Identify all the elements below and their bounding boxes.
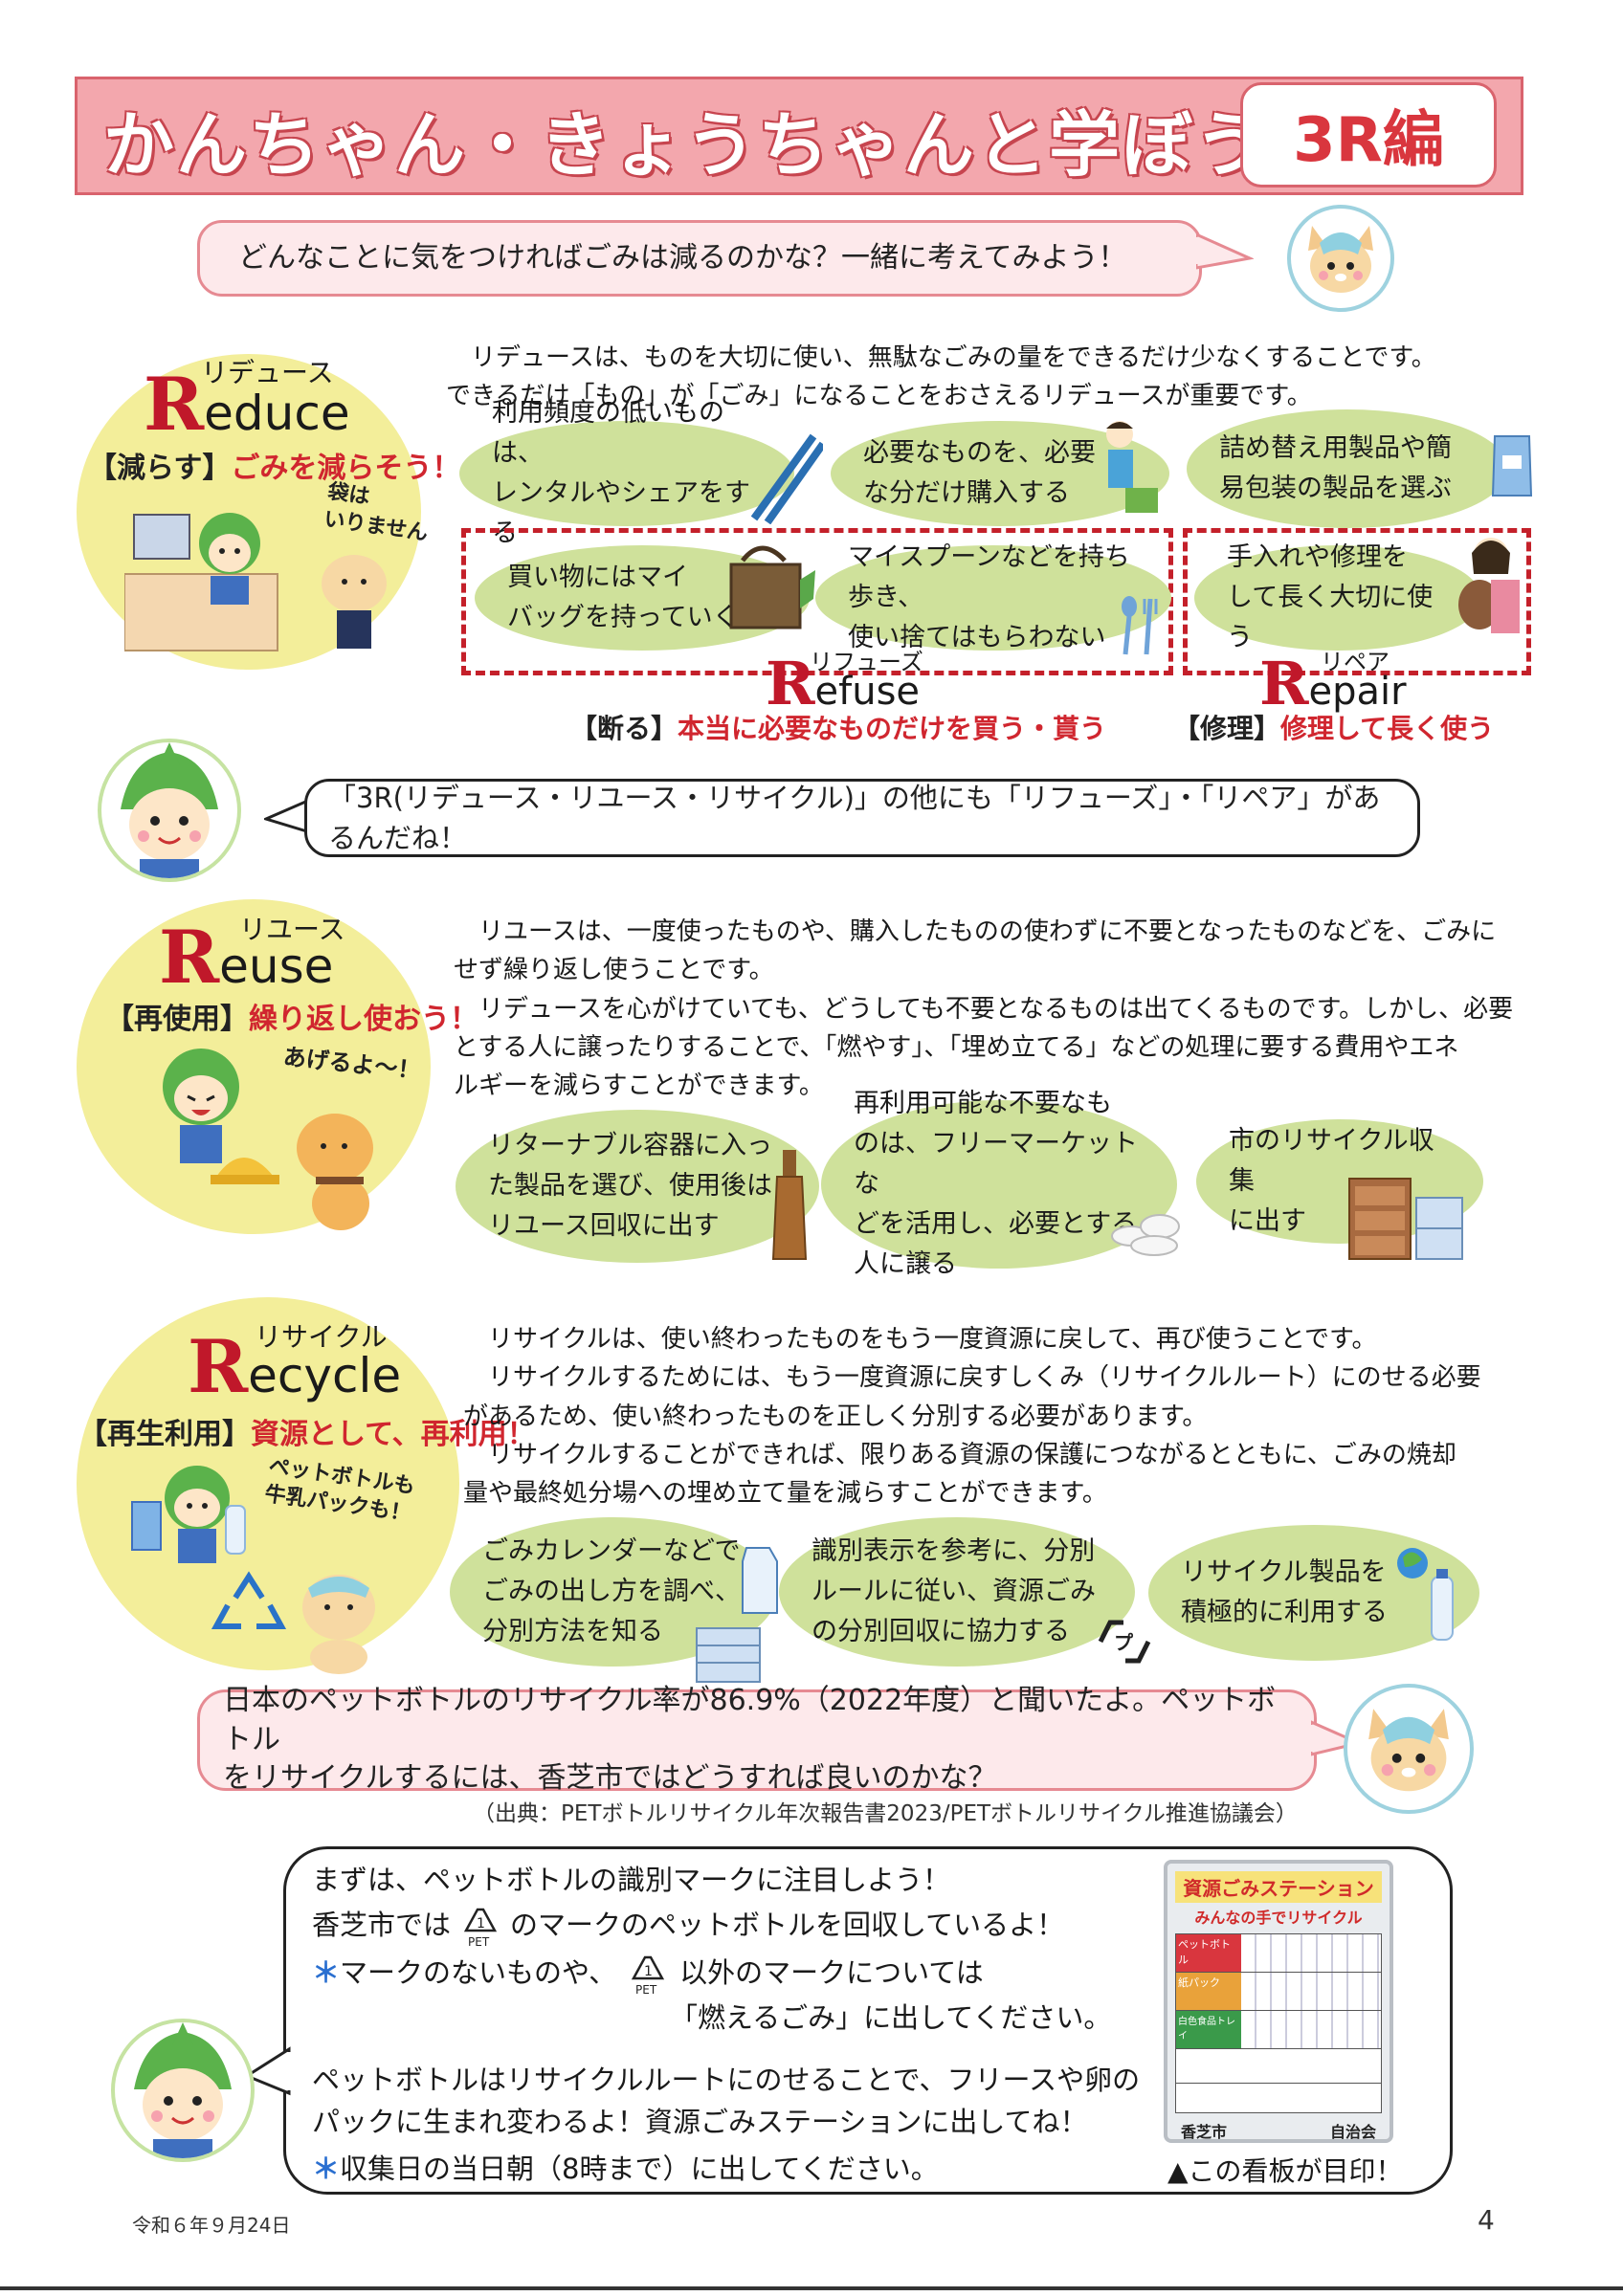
footer-date: 令和６年９月24日: [132, 2214, 291, 2237]
recycle-paragraph: リサイクルは、使い終わったものをもう一度資源に戻して、再び使うことです。 リサイ…: [463, 1325, 1481, 1509]
svg-text:1: 1: [644, 1964, 653, 1979]
pet-speech-line1: 日本のペットボトルのリサイクル率が86.9%（2022年度）と聞いたよ。ペットボ…: [223, 1684, 1277, 1756]
reduce-item-rental: 利用頻度の低いものは、レンタルやシェアをする: [459, 398, 794, 548]
bubble-tail: [1196, 232, 1254, 270]
sign-title: 資源ごみステーション: [1175, 1871, 1382, 1903]
svg-text:PET: PET: [468, 1935, 490, 1949]
final-line4: 「燃えるごみ」に出してください。: [670, 2000, 1112, 2034]
page-number: 4: [1478, 2204, 1495, 2236]
final-line2-post: のマークのペットボトルを回収しているよ！: [510, 1908, 1065, 1941]
recycle-illustration: [131, 1466, 375, 1674]
pet-mark-icon: 1 PET: [632, 1955, 665, 1997]
pet-mark-icon: 1 PET: [463, 1908, 498, 1949]
svg-text:PET: PET: [635, 1983, 657, 1997]
globe-bottle-icon: [1397, 1548, 1454, 1641]
repair-dashed-box: [1183, 528, 1531, 675]
final-line1: まずは、ペットボトルの識別マークに注目しよう！: [312, 1864, 951, 1896]
reduce-tag: 【減らす】ごみを減らそう！: [88, 452, 461, 485]
intro-speech-text: どんなことに気をつければごみは減るのかな？一緒に考えてみよう！: [238, 241, 1127, 276]
refuse-heading: Refuse: [766, 649, 921, 718]
source-note: （出典：PETボトルリサイクル年次報告書2023/PETボトルリサイクル推進協議…: [473, 1801, 1298, 1826]
recycle-icon: [211, 1571, 287, 1629]
pet-speech-bubble: 日本のペットボトルのリサイクル率が86.9%（2022年度）と聞いたよ。ペットボ…: [197, 1684, 1317, 1795]
reuse-tag: 【再使用】繰り返し使おう！: [105, 1003, 478, 1036]
repair-item-care: 手入れや修理をして長く大切に使う: [1194, 542, 1481, 652]
recycle-kana: リサイクル: [255, 1321, 388, 1353]
sign-row-3: 白色食品トレイ: [1176, 2011, 1241, 2048]
resource-station-sign: 資源ごみステーション みんなの手でリサイクル ペットボトル 紙パック 白色食品ト…: [1164, 1860, 1393, 2143]
kanchan-face-icon: [134, 2022, 232, 2158]
bubble-tail-final: [245, 2046, 293, 2096]
reuse-illustration: [163, 1049, 373, 1230]
dog-face-icon: [1308, 226, 1373, 293]
reduce-heading: Reduce: [144, 362, 350, 447]
repair-tag: 【修理】修理して長く使う: [1173, 713, 1495, 744]
milk-carton-icon: [696, 1547, 778, 1683]
sign-subtitle: みんなの手でリサイクル: [1194, 1909, 1363, 1927]
ski-icon: [750, 433, 823, 524]
kanchan-avatar: [98, 739, 241, 882]
kanchan-face-icon: [121, 742, 218, 878]
3r-speech-text: 「3R(リデュース・リユース・リサイクル)」の他にも「リフューズ」・「リペア」が…: [328, 781, 1381, 854]
final-line7: 収集日の当日朝（8時まで）に出してください。: [340, 2152, 939, 2185]
pet-speech-line2: をリサイクルするには、香芝市ではどうすれば良いのかな？: [223, 1761, 997, 1796]
reduce-item-refill: 詰め替え用製品や簡易包装の製品を選ぶ: [1187, 409, 1508, 528]
sign-row-2: 紙パック: [1176, 1973, 1241, 2010]
recycle-item-sorting: 識別表示を参考に、分別ルールに従い、資源ごみの分別回収に協力する: [779, 1517, 1135, 1667]
final-line2-pre: 香芝市では: [312, 1908, 452, 1941]
reuse-item-returnable: リターナブル容器に入った製品を選び、使用後はリユース回収に出す: [456, 1110, 819, 1263]
final-line3-post: 以外のマークについては: [679, 1955, 984, 1989]
repair-girl-icon: [1458, 538, 1520, 633]
kyochan-avatar-2: [1344, 1684, 1474, 1814]
reuse-heading: Reuse: [159, 915, 334, 1000]
recycle-item-products: リサイクル製品を積極的に利用する: [1148, 1525, 1479, 1661]
repair-heading: Repair: [1259, 649, 1407, 718]
reduce-kana: リデュース: [201, 357, 334, 388]
drawers-icon: [1348, 1178, 1463, 1260]
kyochan-avatar: [1287, 205, 1394, 312]
dog-face-icon: [1368, 1709, 1449, 1792]
recycle-circle: [77, 1297, 459, 1670]
refuse-item-myspoon: マイスプーンなどを持ち歩き、使い捨てはもらわない: [815, 542, 1171, 652]
final-line5: ペットボトルはリサイクルルートにのせることで、フリースや卵の: [312, 2064, 1141, 2096]
dishes-icon: [1111, 1214, 1180, 1256]
recycle-tag: 【再生利用】資源として、再利用！: [78, 1418, 536, 1451]
sign-caption: ▲この看板が目印！: [1167, 2155, 1403, 2187]
sign-row-1: ペットボトル: [1176, 1934, 1241, 1972]
refuse-kana: リフューズ: [810, 649, 923, 675]
plastic-mark-icon: プ: [1098, 1620, 1151, 1664]
refuse-tag: 【断る】本当に必要なものだけを買う・貰う: [570, 713, 1107, 744]
bottle-icon: [771, 1150, 808, 1260]
final-line3-pre: マークのないものや、: [340, 1955, 617, 1989]
title-badge: 3R編: [1240, 82, 1497, 188]
recycle-heading: Recycle: [188, 1324, 402, 1409]
eco-bag-icon: [729, 545, 815, 629]
final-line6: パックに生まれ変わるよ！資源ごみステーションに出してね！: [312, 2105, 1088, 2138]
intro-speech-bubble: どんなことに気をつければごみは減るのかな？一緒に考えてみよう！: [197, 220, 1202, 297]
reduce-illustration: [124, 513, 387, 651]
page-title: かんちゃん・きょうちゃんと学ぼう！: [103, 104, 1340, 187]
bottom-rule: [0, 2286, 1623, 2290]
3r-speech-bubble: 「3R(リデュース・リユース・リサイクル)」の他にも「リフューズ」・「リペア」が…: [304, 779, 1420, 857]
shopper-icon: [1106, 421, 1158, 513]
asterisk-2: ＊: [312, 2152, 341, 2185]
kanchan-avatar-2: [111, 2019, 255, 2162]
reduce-paragraph: リデュースは、ものを大切に使い、無駄なごみの量をできるだけ少なくすることです。 …: [446, 343, 1436, 411]
repair-kana: リペア: [1321, 649, 1390, 675]
sign-footer-left: 香芝市: [1181, 2123, 1228, 2141]
spoon-fork-icon: [1122, 596, 1158, 655]
refill-pack-icon: [1491, 435, 1533, 497]
reuse-paragraph: リユースは、一度使ったものや、購入したものの使わずに不要となったものなどを、ごみ…: [454, 917, 1514, 1101]
final-bubble-text: まずは、ペットボトルの識別マークに注目しよう！ 香芝市では 1 PET のマーク…: [312, 1860, 1140, 2191]
sign-footer-right: 自治会: [1329, 2123, 1376, 2141]
asterisk-1: ＊: [312, 1955, 341, 1989]
reuse-kana: リユース: [239, 914, 345, 945]
svg-text:1: 1: [477, 1916, 485, 1932]
reduce-item-needed: 必要なものを、必要な分だけ購入する: [831, 421, 1169, 526]
svg-text:プ: プ: [1114, 1631, 1134, 1654]
bubble-tail-pet: [1311, 1720, 1363, 1756]
